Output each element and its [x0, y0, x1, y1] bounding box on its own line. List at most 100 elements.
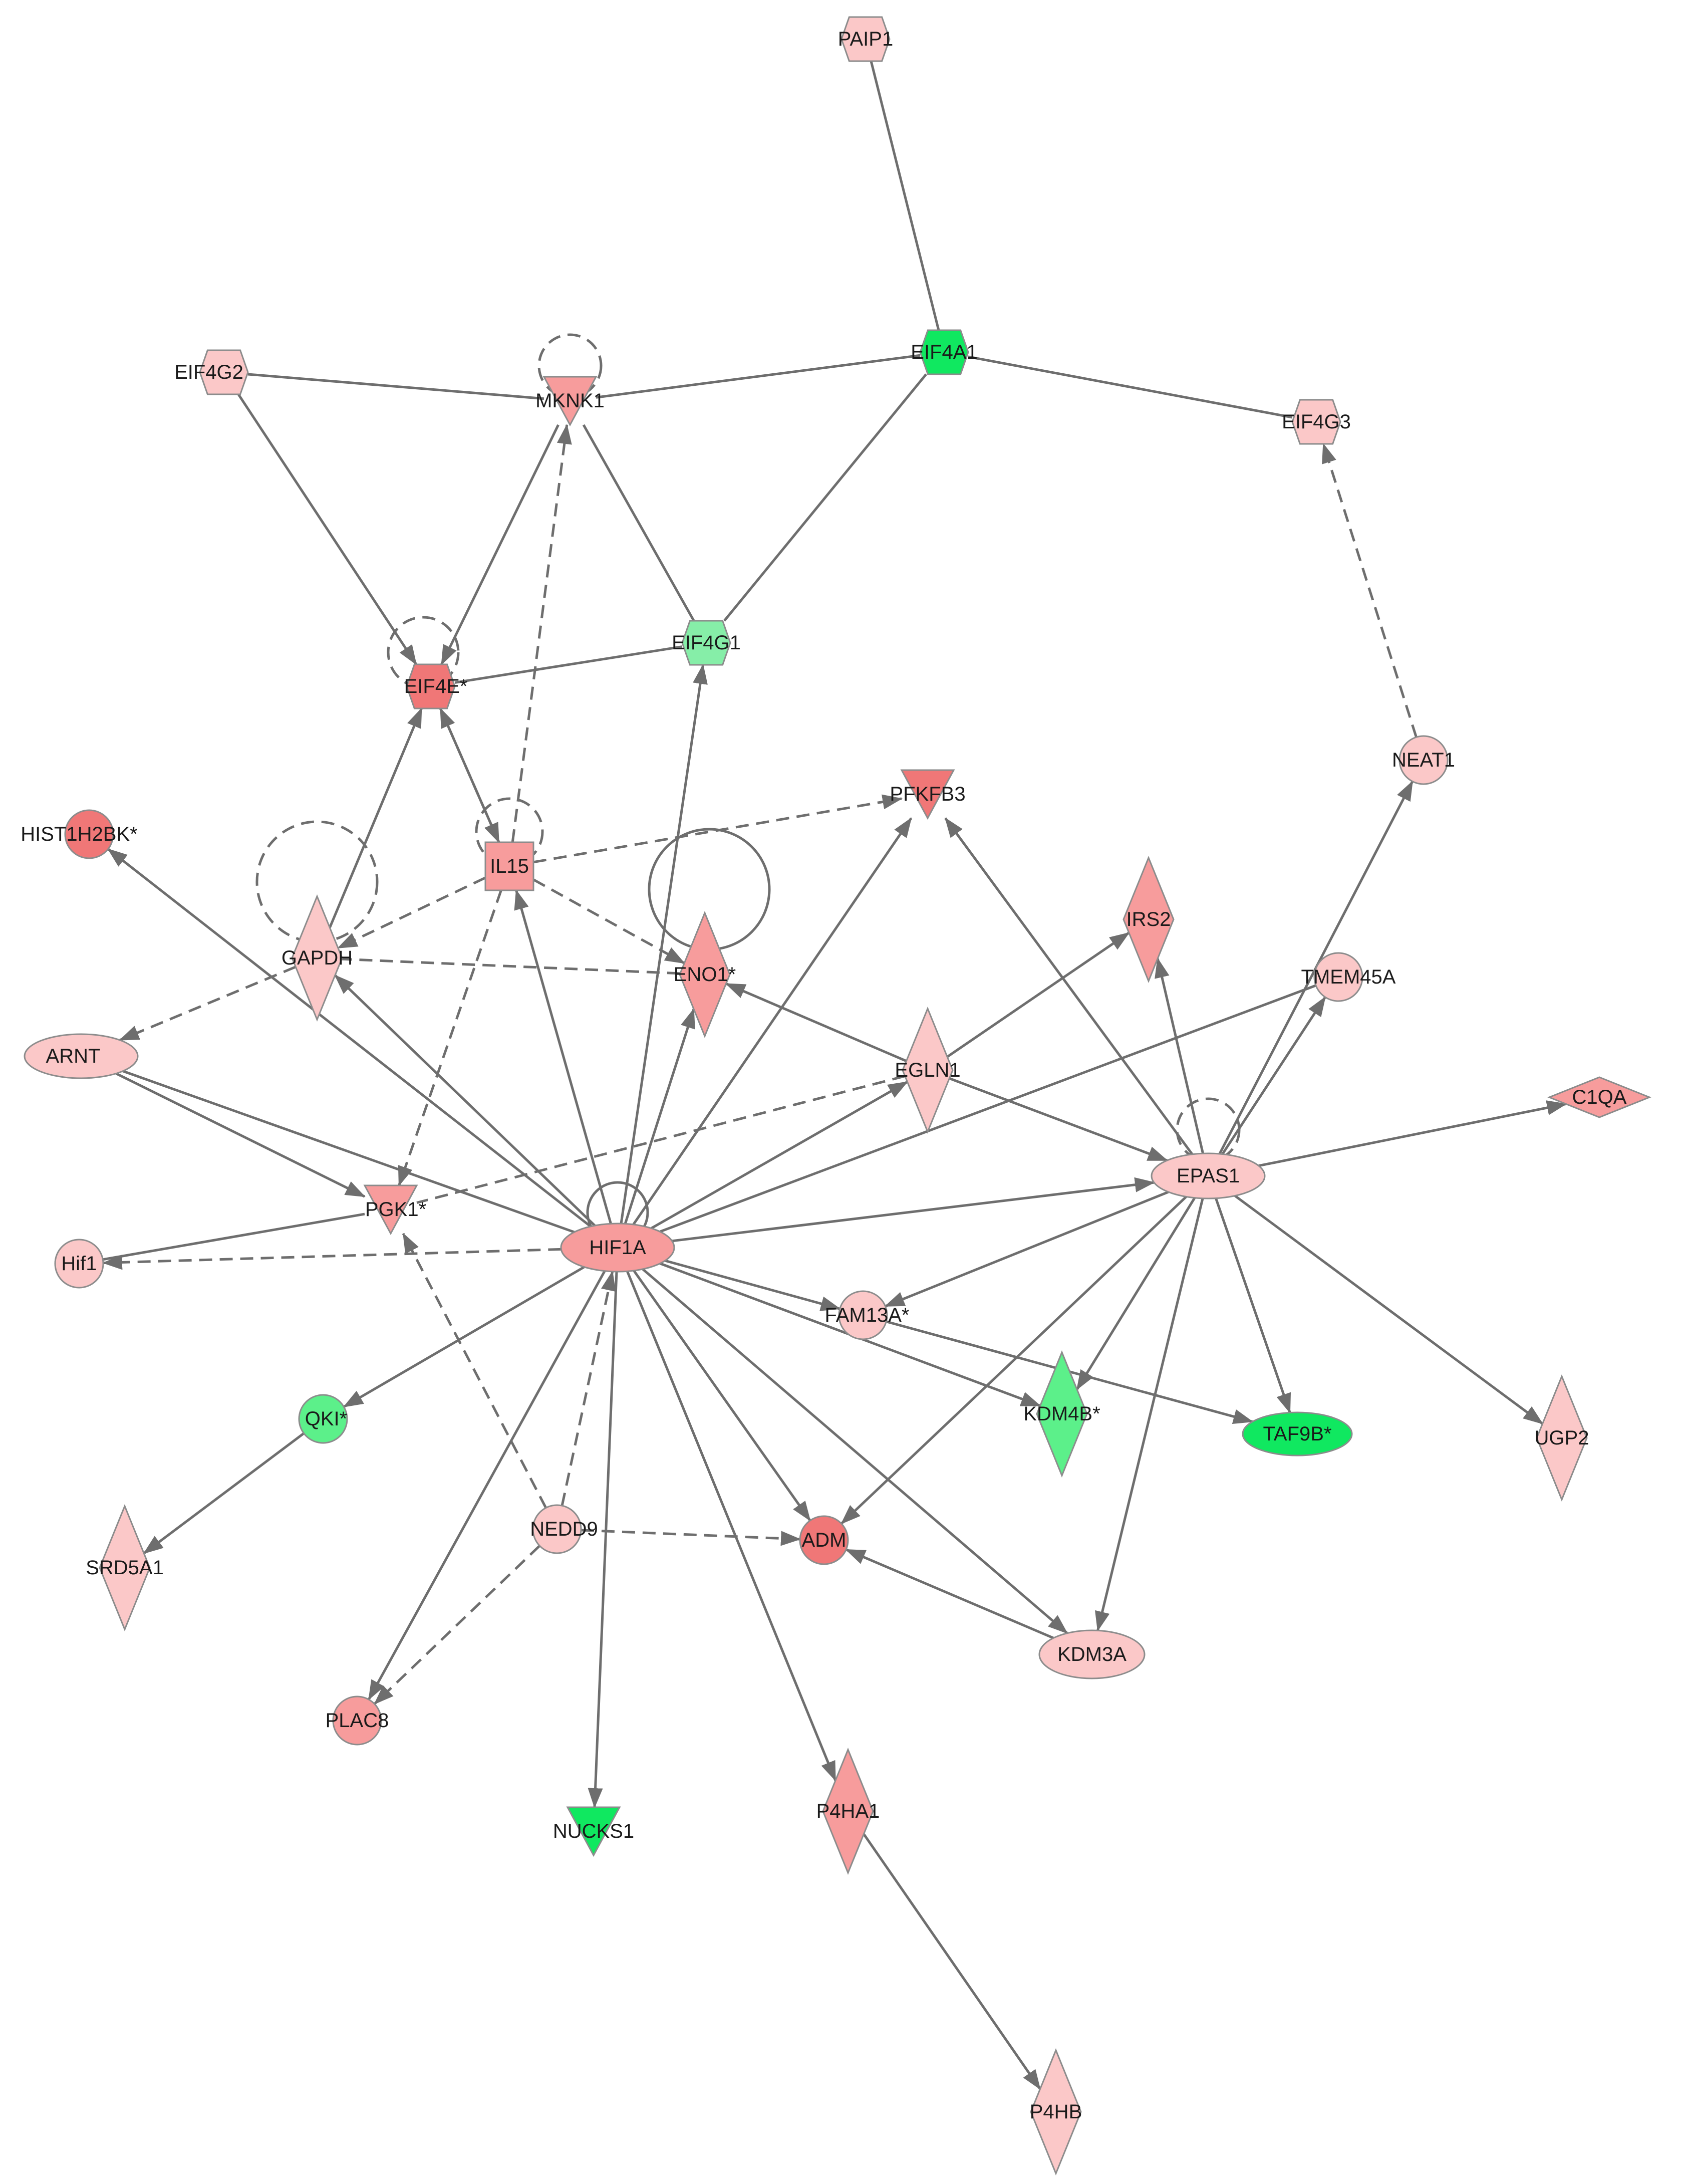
node-shape-irs2 — [1122, 856, 1175, 983]
node-eif4g1[interactable]: EIF4G1 — [672, 620, 741, 666]
node-label-plac8: PLAC8 — [326, 1710, 389, 1732]
node-label-eno1: ENO1* — [674, 963, 736, 986]
node-label-kdm4b: KDM4B* — [1023, 1403, 1100, 1425]
node-taf9b[interactable]: TAF9B* — [1242, 1411, 1353, 1457]
edge-hif1a-to-p4ha1 — [626, 1271, 837, 1782]
edge-gapdh-to-eif4e — [329, 707, 423, 928]
node-shape-tmem45a — [1313, 952, 1363, 1002]
node-hif1[interactable]: Hif1 — [54, 1239, 104, 1289]
edge-epas1-to-c1qa — [1258, 1100, 1567, 1167]
node-shape-neat1 — [1398, 735, 1449, 785]
node-shape-nedd9 — [532, 1504, 582, 1554]
node-shape-eno1 — [679, 911, 731, 1038]
node-c1qa[interactable]: C1QA — [1547, 1076, 1652, 1118]
edge-hif1a-to-fam13a — [665, 1259, 841, 1311]
edge-il15-to-mknk1 — [511, 424, 572, 843]
node-eno1[interactable]: ENO1* — [674, 911, 736, 1038]
edge-il15-to-pfkfb3 — [533, 794, 903, 864]
node-eif4g2[interactable]: EIF4G2 — [174, 349, 249, 395]
node-epas1[interactable]: EPAS1 — [1151, 1152, 1266, 1199]
node-shape-qki — [298, 1394, 348, 1444]
node-egln1[interactable]: EGLN1 — [895, 1007, 961, 1134]
edge-epas1-to-taf9b — [1215, 1197, 1291, 1414]
edge-nedd9-to-adm — [581, 1529, 801, 1546]
edge-qki-to-srd5a1 — [143, 1432, 305, 1555]
node-shape-taf9b — [1242, 1411, 1353, 1457]
edge-il15-to-eno1 — [532, 878, 685, 964]
node-label-adm: ADM — [802, 1529, 847, 1551]
edge-epas1-to-pfkfb3 — [944, 817, 1194, 1155]
node-nedd9[interactable]: NEDD9 — [530, 1504, 598, 1554]
node-p4ha1[interactable]: P4HA1 — [816, 1748, 880, 1875]
node-label-epas1: EPAS1 — [1177, 1165, 1240, 1187]
edge-hif1-to-pgk1 — [102, 1212, 365, 1261]
node-label-nucks1: NUCKS1 — [553, 1820, 634, 1842]
edge-p4ha1-to-p4hb — [863, 1833, 1041, 2090]
node-label-fam13a: FAM13A* — [825, 1304, 910, 1326]
node-ugp2[interactable]: UGP2 — [1535, 1374, 1589, 1502]
node-label-arnt: ARNT — [46, 1045, 101, 1067]
edge-hif1a-to-plac8 — [367, 1270, 606, 1701]
node-shape-fam13a — [838, 1290, 888, 1340]
edge-epas1-to-kdm4b — [1075, 1197, 1196, 1390]
node-label-pfkfb3: PFKFB3 — [890, 783, 965, 805]
node-shape-hif1a — [560, 1223, 675, 1273]
node-qki[interactable]: QKI* — [298, 1394, 348, 1444]
self-loops-layer — [255, 333, 1241, 1244]
node-fam13a[interactable]: FAM13A* — [825, 1290, 910, 1340]
node-pgk1[interactable]: PGK1* — [363, 1184, 426, 1236]
node-label-hif1a: HIF1A — [589, 1237, 646, 1259]
edge-mknk1-to-eif4g1 — [582, 424, 695, 622]
edge-hif1a-to-tmem45a — [659, 984, 1316, 1233]
edge-mknk1-to-eif4a1 — [596, 354, 921, 399]
edge-hif1a-to-eno1 — [624, 1008, 695, 1225]
node-adm[interactable]: ADM — [799, 1515, 849, 1565]
node-shape-hif1 — [54, 1239, 104, 1289]
node-pfkfb3[interactable]: PFKFB3 — [890, 769, 966, 820]
node-label-kdm3a: KDM3A — [1057, 1643, 1127, 1665]
node-tmem45a[interactable]: TMEM45A — [1301, 952, 1396, 1002]
node-irs2[interactable]: IRS2 — [1122, 856, 1175, 983]
node-paip1[interactable]: PAIP1 — [838, 16, 893, 62]
edge-arnt-to-hif1a — [122, 1070, 575, 1234]
node-label-irs2: IRS2 — [1127, 908, 1171, 930]
node-hist1h2bk[interactable]: HIST1H2BK* — [21, 809, 138, 859]
node-shape-gapdh — [291, 894, 343, 1022]
edge-hif1a-to-hist1h2bk — [107, 848, 592, 1228]
node-il15[interactable]: IL15 — [484, 841, 534, 891]
node-hif1a[interactable]: HIF1A — [560, 1223, 675, 1273]
node-kdm4b[interactable]: KDM4B* — [1023, 1350, 1100, 1478]
node-srd5a1[interactable]: SRD5A1 — [86, 1504, 164, 1631]
edge-mknk1-to-eif4e — [440, 424, 559, 665]
edge-hif1a-to-qki — [343, 1266, 585, 1408]
node-label-eif4g1: EIF4G1 — [672, 632, 741, 654]
node-label-egln1: EGLN1 — [895, 1059, 960, 1081]
node-label-c1qa: C1QA — [1572, 1086, 1627, 1108]
node-kdm3a[interactable]: KDM3A — [1038, 1629, 1146, 1679]
node-shape-p4ha1 — [822, 1748, 874, 1875]
node-shape-plac8 — [332, 1695, 382, 1746]
node-p4hb[interactable]: P4HB — [1030, 2048, 1082, 2175]
node-shape-c1qa — [1547, 1076, 1652, 1118]
edge-hif1a-to-il15 — [514, 889, 612, 1225]
edge-hif1a-to-kdm3a — [642, 1268, 1068, 1634]
edge-hif1a-to-gapdh — [334, 974, 596, 1227]
edge-egln1-to-irs2 — [946, 931, 1130, 1058]
node-eif4a1[interactable]: EIF4A1 — [911, 329, 978, 375]
node-eif4g3[interactable]: EIF4G3 — [1282, 399, 1351, 445]
edge-kdm3a-to-adm — [845, 1548, 1054, 1639]
node-neat1[interactable]: NEAT1 — [1392, 735, 1455, 785]
node-plac8[interactable]: PLAC8 — [326, 1695, 389, 1746]
node-nucks1[interactable]: NUCKS1 — [553, 1806, 634, 1857]
node-label-neat1: NEAT1 — [1392, 749, 1455, 771]
node-shape-paip1 — [840, 16, 891, 62]
edge-eif4a1-to-eif4g3 — [968, 355, 1293, 419]
node-mknk1[interactable]: MKNK1 — [535, 376, 605, 427]
node-gapdh[interactable]: GAPDH — [282, 894, 353, 1022]
edge-epas1-to-tmem45a — [1221, 996, 1326, 1155]
node-shape-arnt — [24, 1033, 139, 1079]
node-label-taf9b: TAF9B* — [1263, 1423, 1331, 1445]
node-eif4e[interactable]: EIF4E* — [404, 663, 468, 709]
node-arnt[interactable]: ARNT — [24, 1033, 139, 1079]
